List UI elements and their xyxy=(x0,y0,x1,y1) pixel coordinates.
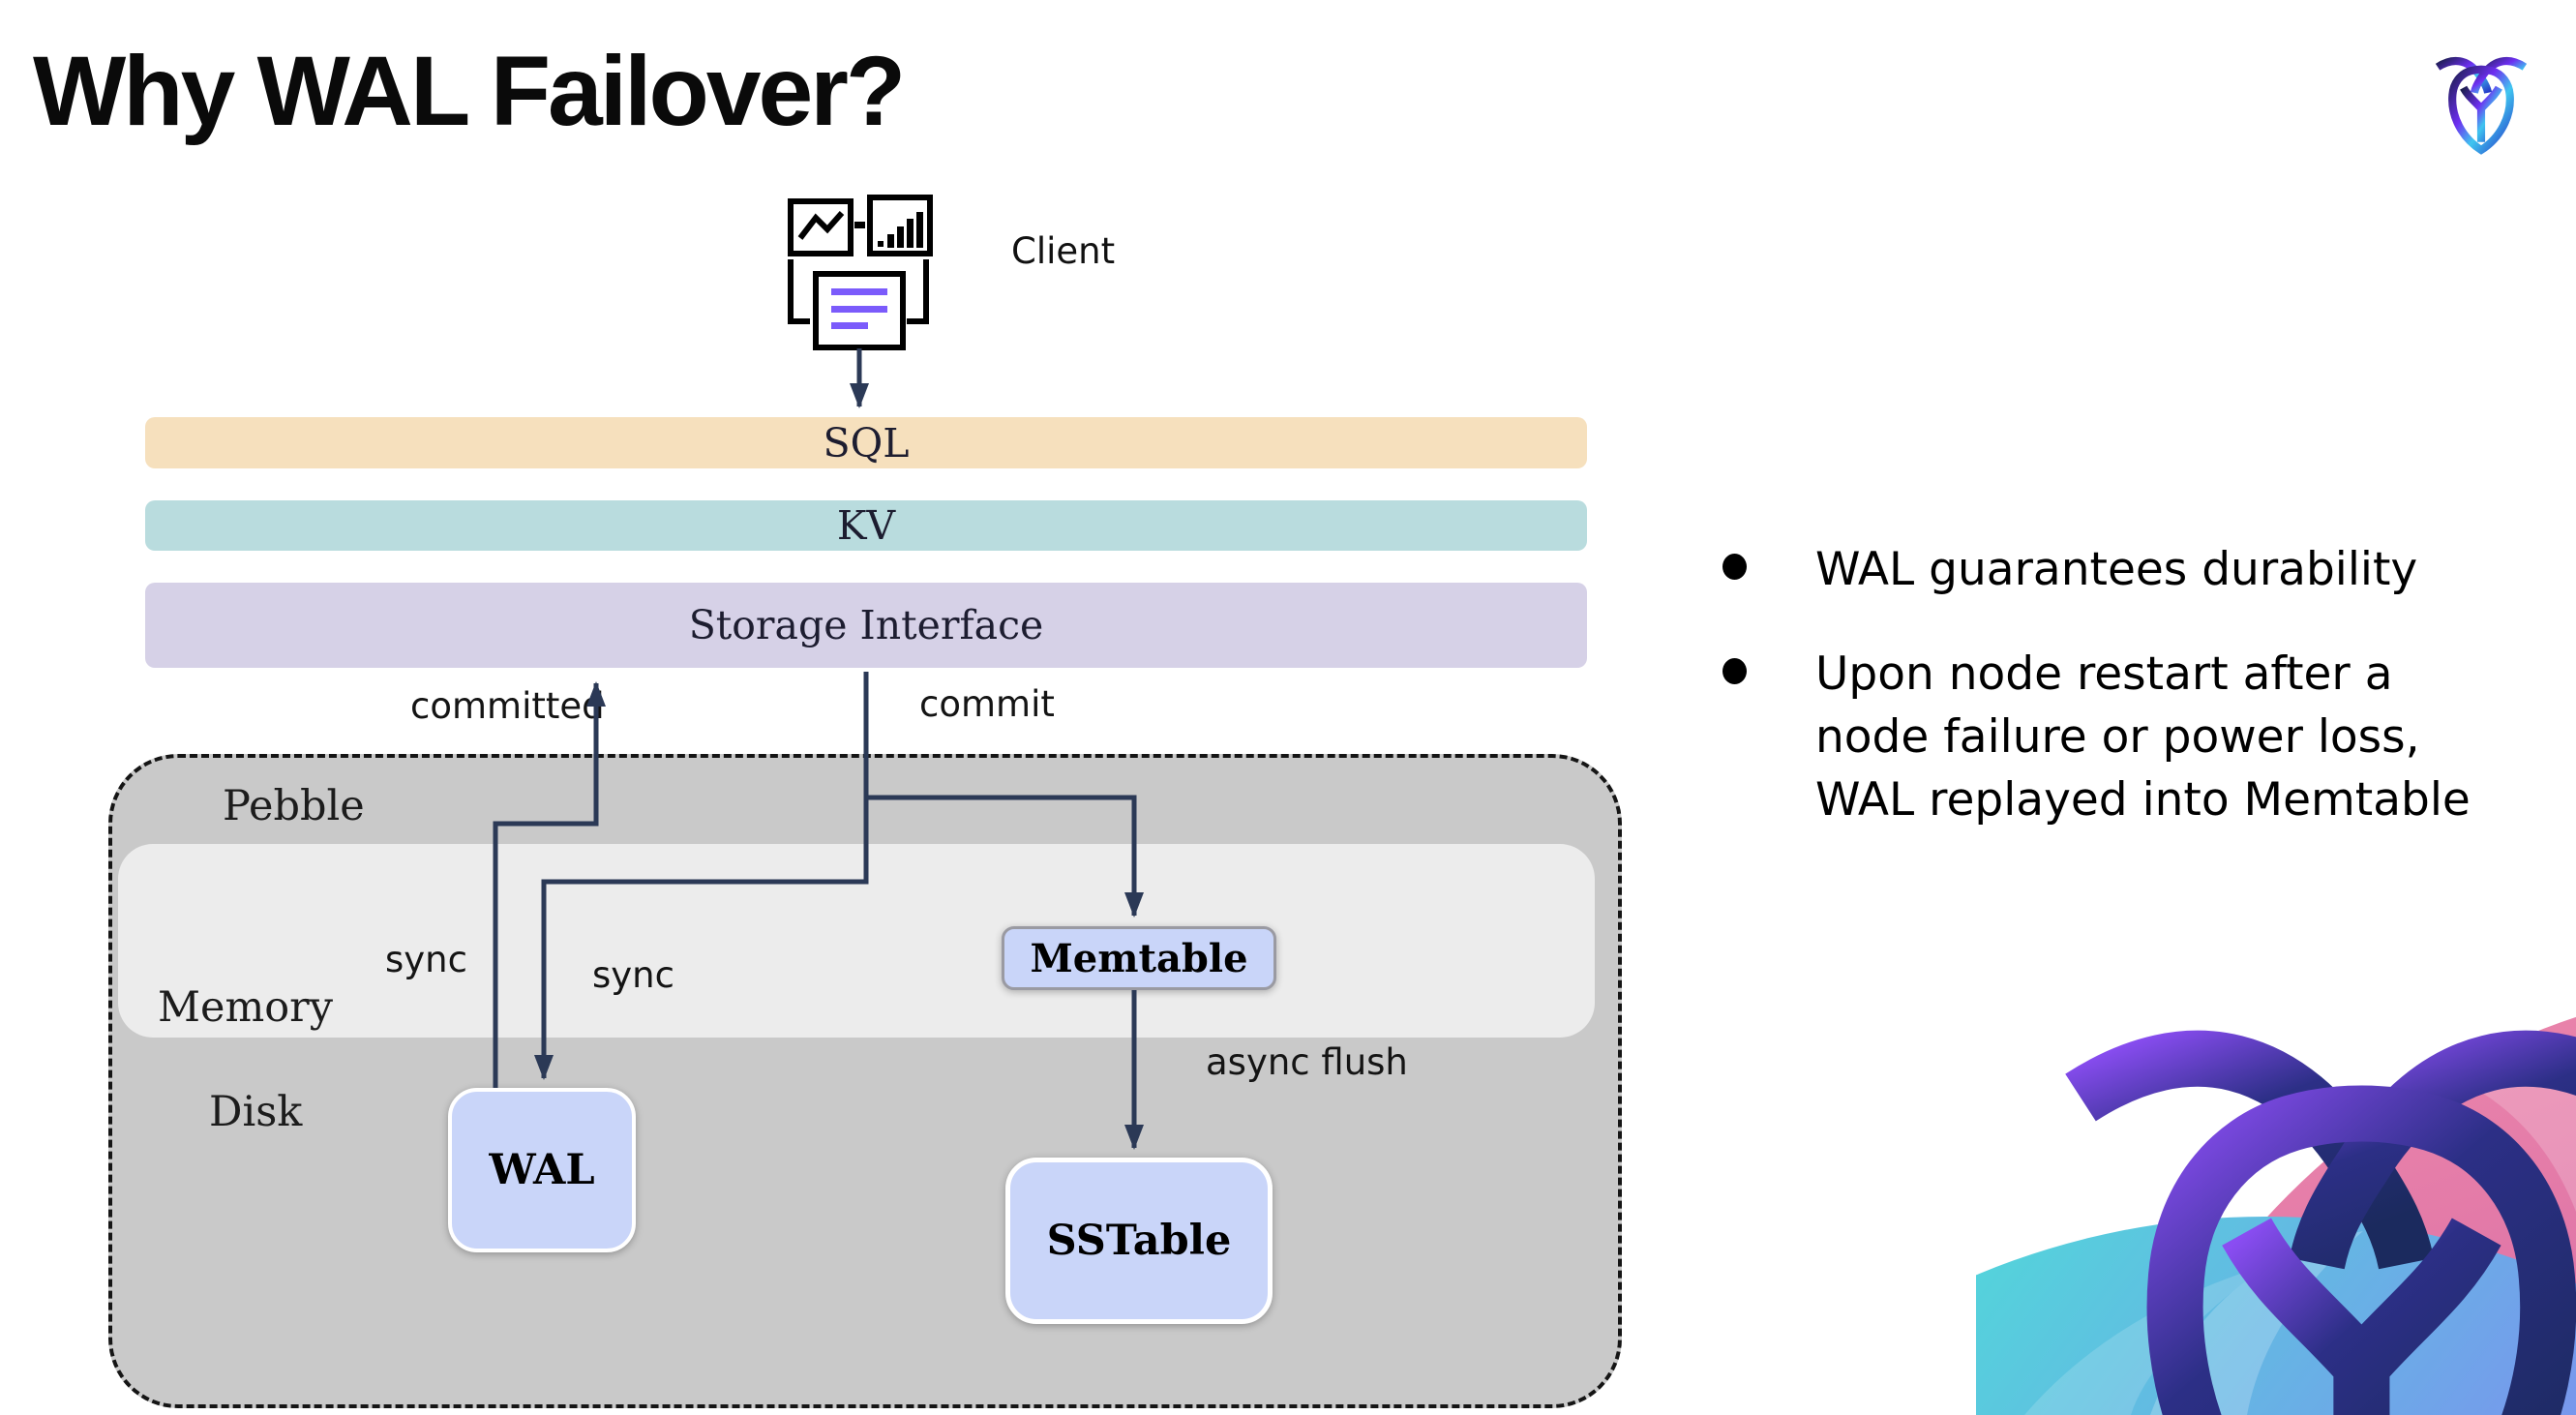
layer-bar-storage-interface: Storage Interface xyxy=(145,583,1587,668)
memtable-node: Memtable xyxy=(1002,926,1276,990)
committed-arrow xyxy=(493,681,606,1088)
client-label: Client xyxy=(1011,230,1116,272)
bullet-line: Upon node restart after a xyxy=(1815,647,2393,701)
bracket-right-glyph xyxy=(907,259,929,324)
layer-bar-kv: KV xyxy=(145,500,1587,551)
bracket-left-glyph xyxy=(788,259,810,324)
sstable-node: SSTable xyxy=(1005,1158,1273,1324)
document-lines-glyph xyxy=(831,288,887,329)
bar-chart-glyph xyxy=(878,212,923,248)
sync-right-edge-label: sync xyxy=(592,954,674,996)
commit-to-memtable-arrow xyxy=(866,795,1144,918)
pebble-label: Pebble xyxy=(223,782,365,830)
bullet-line: WAL guarantees durability xyxy=(1815,543,2418,596)
commit-to-wal-arrow xyxy=(534,672,869,1080)
bullet-line: node failure or power loss, xyxy=(1815,710,2420,764)
line-chart-glyph xyxy=(797,211,845,240)
bullet-dot xyxy=(1722,658,1747,684)
committed-edge-label: committed xyxy=(410,685,605,727)
wal-node: WAL xyxy=(448,1088,636,1252)
memory-label: Memory xyxy=(158,983,333,1032)
bullet-dot xyxy=(1722,554,1747,580)
cockroachdb-logo-icon xyxy=(2435,56,2528,155)
async-flush-edge-label: async flush xyxy=(1206,1041,1408,1083)
disk-label: Disk xyxy=(209,1088,303,1136)
sync-left-edge-label: sync xyxy=(385,939,467,980)
memory-region xyxy=(118,844,1595,1038)
bullet-line: WAL replayed into Memtable xyxy=(1815,773,2471,827)
layer-bar-sql: SQL xyxy=(145,417,1587,468)
commit-edge-label: commit xyxy=(919,683,1055,725)
dash-glyph xyxy=(854,222,865,228)
decorative-artwork xyxy=(1976,1016,2576,1415)
page-title: Why WAL Failover? xyxy=(33,36,906,146)
line-chart-window-icon xyxy=(788,198,854,256)
client-monitors-icon xyxy=(788,195,933,350)
